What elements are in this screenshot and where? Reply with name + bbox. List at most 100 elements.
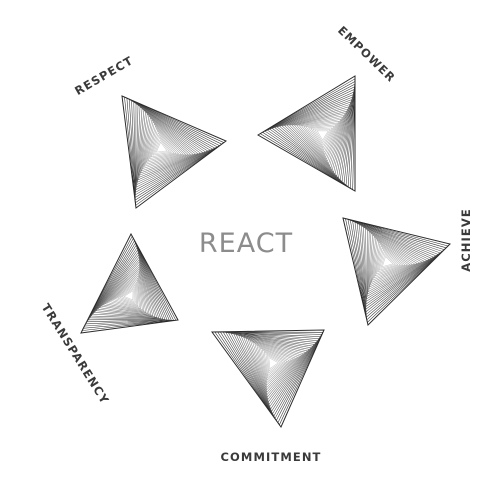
triangle-contour-line (374, 245, 406, 277)
triangle-contour-line (263, 351, 286, 377)
triangle-contour-line (264, 83, 356, 187)
triangle-contour-line (342, 217, 451, 326)
triangle-contour-line (378, 251, 399, 271)
triangle-contour-line (92, 254, 160, 319)
triangle-contour-line (225, 332, 318, 417)
triangle-contour-line (121, 288, 135, 303)
triangle-contour-line (138, 113, 199, 178)
triangle-contour-line (147, 130, 180, 161)
triangle-contour-line (245, 338, 304, 398)
triangle-contour-line (267, 355, 281, 372)
triangle-contour-line (211, 329, 325, 428)
triangle-contour-line (114, 281, 139, 307)
triangle-contour-line (373, 243, 408, 279)
triangle-contour-line (314, 129, 331, 144)
commitment-triangle-icon (211, 329, 325, 428)
triangle-contour-line (145, 125, 184, 165)
triangle-contour-line (238, 335, 310, 405)
triangle-contour-line (268, 357, 279, 370)
triangle-contour-line (143, 123, 187, 167)
triangle-contour-line (126, 97, 223, 204)
triangle-contour-line (312, 127, 333, 146)
triangle-contour-line (381, 255, 394, 267)
triangle-contour-line (250, 340, 300, 393)
triangle-contour-line (136, 106, 209, 188)
triangle-contour-line (371, 239, 413, 283)
triangle-contour-line (370, 238, 416, 286)
triangle-contour-line (257, 75, 356, 192)
triangle-contour-line (84, 242, 170, 325)
triangle-contour-line (119, 286, 136, 304)
triangle-contour-line (155, 141, 168, 153)
triangle-contour-line (345, 218, 449, 323)
triangle-contour-line (140, 117, 194, 174)
triangle-contour-line (276, 96, 353, 179)
triangle-contour-line (377, 249, 401, 273)
triangle-contour-line (86, 244, 168, 323)
triangle-contour-line (240, 336, 308, 403)
triangle-contour-line (350, 220, 445, 318)
triangle-contour-line (367, 231, 425, 295)
triangle-contour-line (112, 279, 140, 308)
triangle-contour-line (128, 99, 220, 201)
triangle-contour-line (100, 266, 150, 315)
triangle-contour-line (217, 331, 322, 424)
triangle-contour-line (366, 229, 428, 297)
triangle-contour-line (141, 119, 192, 172)
label-respect: RESPECT (72, 53, 136, 98)
triangle-contour-line (152, 136, 173, 156)
triangle-contour-line (89, 249, 164, 320)
triangle-contour-line (372, 241, 411, 281)
triangle-contour-line (83, 240, 172, 327)
triangle-contour-line (279, 99, 352, 177)
triangle-contour-line (284, 104, 351, 173)
triangle-contour-line (286, 106, 349, 171)
triangle-contour-line (137, 109, 204, 183)
triangle-contour-line (117, 283, 137, 305)
triangle-contour-line (123, 290, 134, 301)
triangle-contour-line (359, 224, 437, 308)
triangle-contour-line (363, 226, 432, 302)
triangle-contour-line (139, 115, 196, 176)
triangle-contour-line (137, 111, 201, 181)
triangle-contour-line (80, 232, 179, 334)
triangle-contour-line (124, 96, 225, 206)
triangle-contour-line (380, 253, 397, 269)
triangle-contour-line (269, 89, 355, 184)
triangle-contour-line (146, 127, 182, 163)
triangle-contour-line (265, 353, 284, 374)
triangle-contour-line (365, 228, 430, 300)
triangle-contour-line (254, 343, 296, 388)
triangle-contour-line (222, 331, 320, 419)
triangle-contour-line (368, 234, 420, 290)
triangle-contour-line (354, 221, 441, 313)
triangle-contour-line (87, 247, 166, 321)
triangle-contour-line (256, 344, 294, 386)
triangle-contour-line (252, 341, 298, 391)
triangle-contour-line (121, 95, 227, 209)
triangle-contour-line (262, 349, 288, 379)
triangle-contour-line (303, 120, 340, 155)
triangle-contour-line (316, 130, 329, 141)
triangle-contour-line (296, 115, 345, 162)
triangle-contour-line (258, 346, 292, 384)
center-title: REACT (199, 228, 293, 259)
triangle-contour-line (90, 252, 162, 319)
triangle-contour-line (274, 94, 354, 181)
triangle-contour-line (266, 86, 355, 186)
triangle-contour-line (281, 101, 351, 175)
triangle-contour-line (104, 270, 147, 313)
triangle-contour-line (214, 331, 324, 426)
triangle-contour-line (95, 259, 156, 317)
triangle-contour-line (149, 132, 177, 160)
triangle-contour-line (361, 225, 434, 305)
triangle-contour-line (291, 110, 347, 167)
triangle-contour-line (135, 103, 213, 193)
triangle-contour-line (262, 81, 356, 189)
triangle-contour-line (82, 237, 174, 329)
triangle-contour-line (230, 333, 315, 412)
transparency-triangle-icon (80, 232, 179, 334)
triangle-contour-line (81, 235, 177, 331)
triangle-contour-line (368, 232, 423, 293)
triangle-contour-line (293, 113, 346, 164)
